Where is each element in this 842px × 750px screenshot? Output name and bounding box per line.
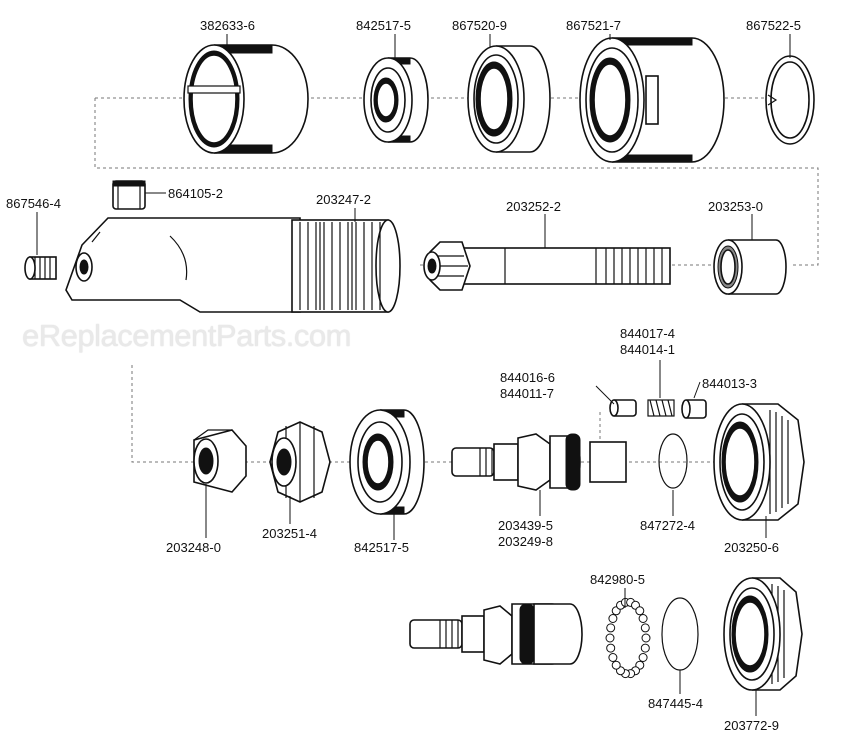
leader-lines (36, 34, 791, 716)
ball (640, 643, 650, 653)
part-203247-2-knurled-nut[interactable] (291, 219, 401, 313)
ball (638, 614, 648, 623)
label-847445-4: 847445-4 (648, 696, 703, 711)
label-203249-8: 203249-8 (498, 534, 553, 549)
part-867546-4-screw[interactable] (24, 256, 57, 280)
part-867520-9-collar[interactable] (467, 45, 551, 153)
label-867521-7: 867521-7 (566, 18, 621, 33)
part-203251-4-bevel-gear[interactable] (269, 421, 331, 503)
part-844016-6-pin[interactable] (609, 399, 637, 417)
label-203248-0: 203248-0 (166, 540, 221, 555)
label-844013-3: 844013-3 (702, 376, 757, 391)
ball (605, 633, 615, 643)
part-867522-5-snap-ring[interactable] (765, 55, 815, 145)
ball (635, 606, 645, 616)
ball (638, 653, 648, 662)
part-203250-6-cap-nut[interactable] (713, 403, 805, 521)
label-844016-6: 844016-6 (500, 370, 555, 385)
label-842517-5-top: 842517-5 (356, 18, 411, 33)
part-203248-0-hex-nut[interactable] (193, 429, 247, 493)
label-203439-5: 203439-5 (498, 518, 553, 533)
part-847272-4-o-ring[interactable] (658, 433, 688, 489)
part-382633-6-sleeve[interactable] (183, 44, 309, 154)
label-203253-0: 203253-0 (708, 199, 763, 214)
ball (606, 643, 616, 653)
label-864105-2: 864105-2 (168, 186, 223, 201)
ball (641, 633, 651, 643)
part-864105-2-plug[interactable] (112, 180, 146, 210)
label-382633-6: 382633-6 (200, 18, 255, 33)
part-203253-0-needle-bearing[interactable] (713, 239, 787, 295)
part-844013-3-ball[interactable] (681, 399, 707, 419)
part-847445-4-o-ring[interactable] (661, 597, 699, 671)
part-angle-head-body[interactable] (65, 217, 301, 313)
ball (608, 653, 618, 662)
ball (606, 623, 616, 633)
ball (640, 623, 650, 633)
part-842517-5-top-bearing[interactable] (363, 57, 429, 143)
label-842517-5-mid: 842517-5 (354, 540, 409, 555)
part-203772-9-cap-nut[interactable] (723, 577, 803, 691)
part-lower-spindle[interactable] (409, 603, 583, 665)
ball (611, 660, 621, 670)
label-867546-4: 867546-4 (6, 196, 61, 211)
label-867520-9: 867520-9 (452, 18, 507, 33)
part-203439-5-spindle[interactable] (451, 433, 627, 491)
part-844017-4-spring[interactable] (647, 399, 675, 417)
label-844014-1: 844014-1 (620, 342, 675, 357)
label-203772-9: 203772-9 (724, 718, 779, 733)
label-844017-4: 844017-4 (620, 326, 675, 341)
watermark: eReplacementParts.com (22, 318, 351, 353)
label-203251-4: 203251-4 (262, 526, 317, 541)
label-203252-2: 203252-2 (506, 199, 561, 214)
ball (608, 614, 618, 623)
label-203250-6: 203250-6 (724, 540, 779, 555)
label-847272-4: 847272-4 (640, 518, 695, 533)
label-867522-5: 867522-5 (746, 18, 801, 33)
part-842980-5-ball-ring[interactable] (605, 597, 651, 679)
label-842980-5: 842980-5 (590, 572, 645, 587)
label-203247-2: 203247-2 (316, 192, 371, 207)
label-844011-7: 844011-7 (500, 386, 554, 401)
part-842517-5-mid-bearing[interactable] (349, 409, 425, 515)
part-203252-2-pinion-shaft[interactable] (423, 241, 671, 291)
part-867521-7-housing[interactable] (579, 37, 725, 163)
